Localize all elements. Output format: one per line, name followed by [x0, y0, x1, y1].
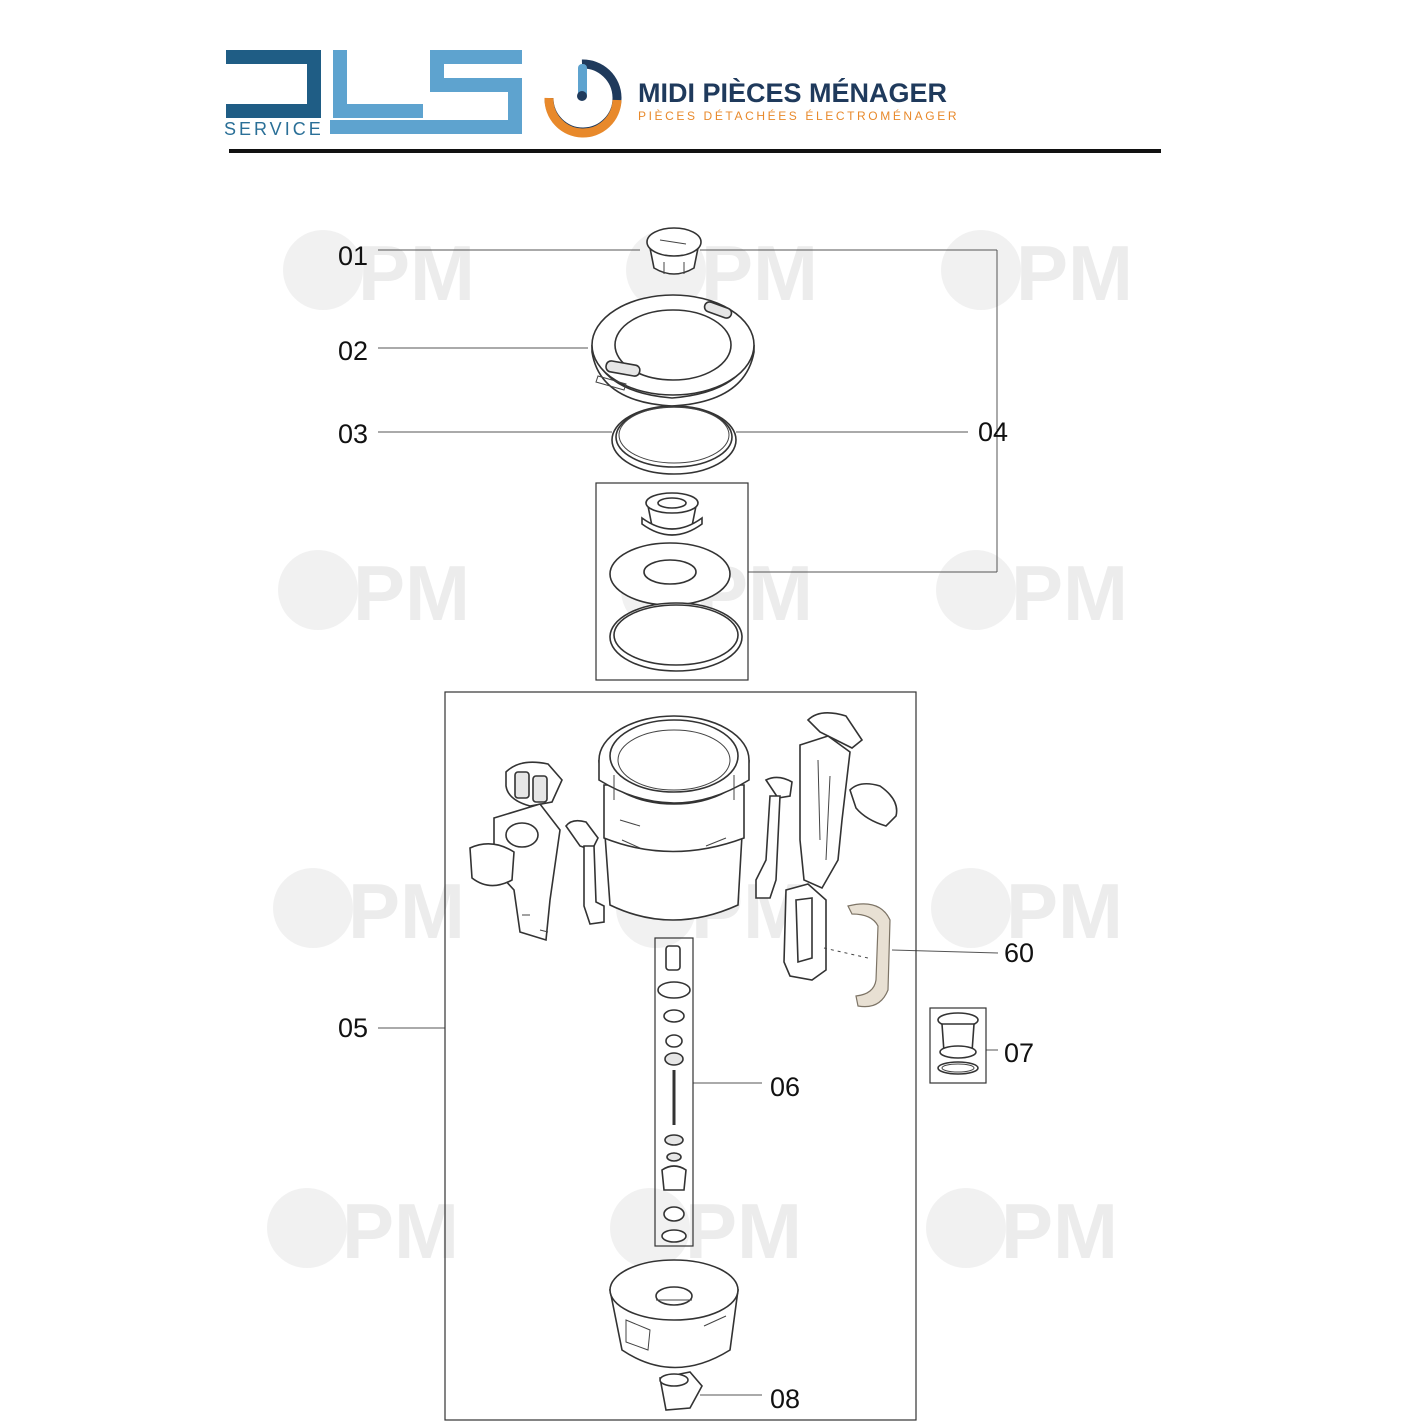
watermark-11: PM: [610, 1187, 802, 1275]
brand-tagline: PIÈCES DÉTACHÉES ÉLECTROMÉNAGER: [638, 108, 959, 123]
label-05: 05: [338, 1013, 368, 1043]
part-60-grip-cover: [847, 903, 891, 1008]
svg-text:PM: PM: [342, 1187, 459, 1275]
left-housing: [469, 761, 563, 942]
kit-ring: [609, 602, 743, 672]
label-07: 07: [1004, 1038, 1034, 1068]
brand-name: MIDI PIÈCES MÉNAGER: [638, 77, 947, 108]
label-06: 06: [770, 1072, 800, 1102]
watermark-1: PM: [283, 229, 475, 317]
grip-base: [783, 883, 869, 981]
left-handle-piece: [565, 819, 605, 925]
svg-text:PM: PM: [1001, 1187, 1118, 1275]
part-03-gasket: [611, 405, 737, 475]
watermark-12: PM: [926, 1187, 1118, 1275]
main-tank: [598, 715, 750, 921]
part-02-ring: [591, 294, 755, 407]
base-housing: [609, 1259, 739, 1369]
label-04: 04: [978, 417, 1008, 447]
watermark-6: PM: [936, 549, 1128, 637]
leader-lines: [378, 249, 999, 1396]
part-06-column-box: [654, 937, 694, 1247]
watermark-9: PM: [931, 867, 1123, 955]
svg-text:PM: PM: [1006, 867, 1123, 955]
svg-text:PM: PM: [1016, 229, 1133, 317]
kit-disc: [609, 542, 731, 606]
right-frame: [799, 712, 898, 890]
svg-text:PM: PM: [358, 229, 475, 317]
label-60: 60: [1004, 938, 1034, 968]
svg-text:PM: PM: [348, 867, 465, 955]
svg-text:PM: PM: [701, 229, 818, 317]
part-07-box: [929, 1007, 987, 1084]
svg-text:PM: PM: [685, 1187, 802, 1275]
header-divider: [229, 149, 1161, 153]
label-08: 08: [770, 1384, 800, 1414]
svg-text:PM: PM: [1011, 549, 1128, 637]
part-05-body-box: [444, 691, 917, 1421]
watermark-3: PM: [941, 229, 1133, 317]
label-01: 01: [338, 241, 368, 271]
svg-text:PM: PM: [353, 549, 470, 637]
kit-cap: [641, 492, 703, 536]
watermark-7: PM: [273, 867, 465, 955]
right-handle-piece: [755, 776, 793, 899]
midi-pieces-menager-logo: MIDI PIÈCES MÉNAGER PIÈCES DÉTACHÉES ÉLE…: [544, 59, 959, 138]
part-08-nozzle: [659, 1371, 703, 1411]
callout-labels: 01 02 03 04 05 06 07 08 60: [338, 241, 1034, 1414]
part-04-kit-box: [595, 482, 749, 681]
part-01-cap: [646, 227, 702, 275]
label-03: 03: [338, 419, 368, 449]
label-02: 02: [338, 336, 368, 366]
dls-service-logo: SERVICE: [224, 50, 522, 139]
service-word: SERVICE: [224, 119, 324, 139]
watermark-4: PM: [278, 549, 470, 637]
watermark-10: PM: [267, 1187, 459, 1275]
